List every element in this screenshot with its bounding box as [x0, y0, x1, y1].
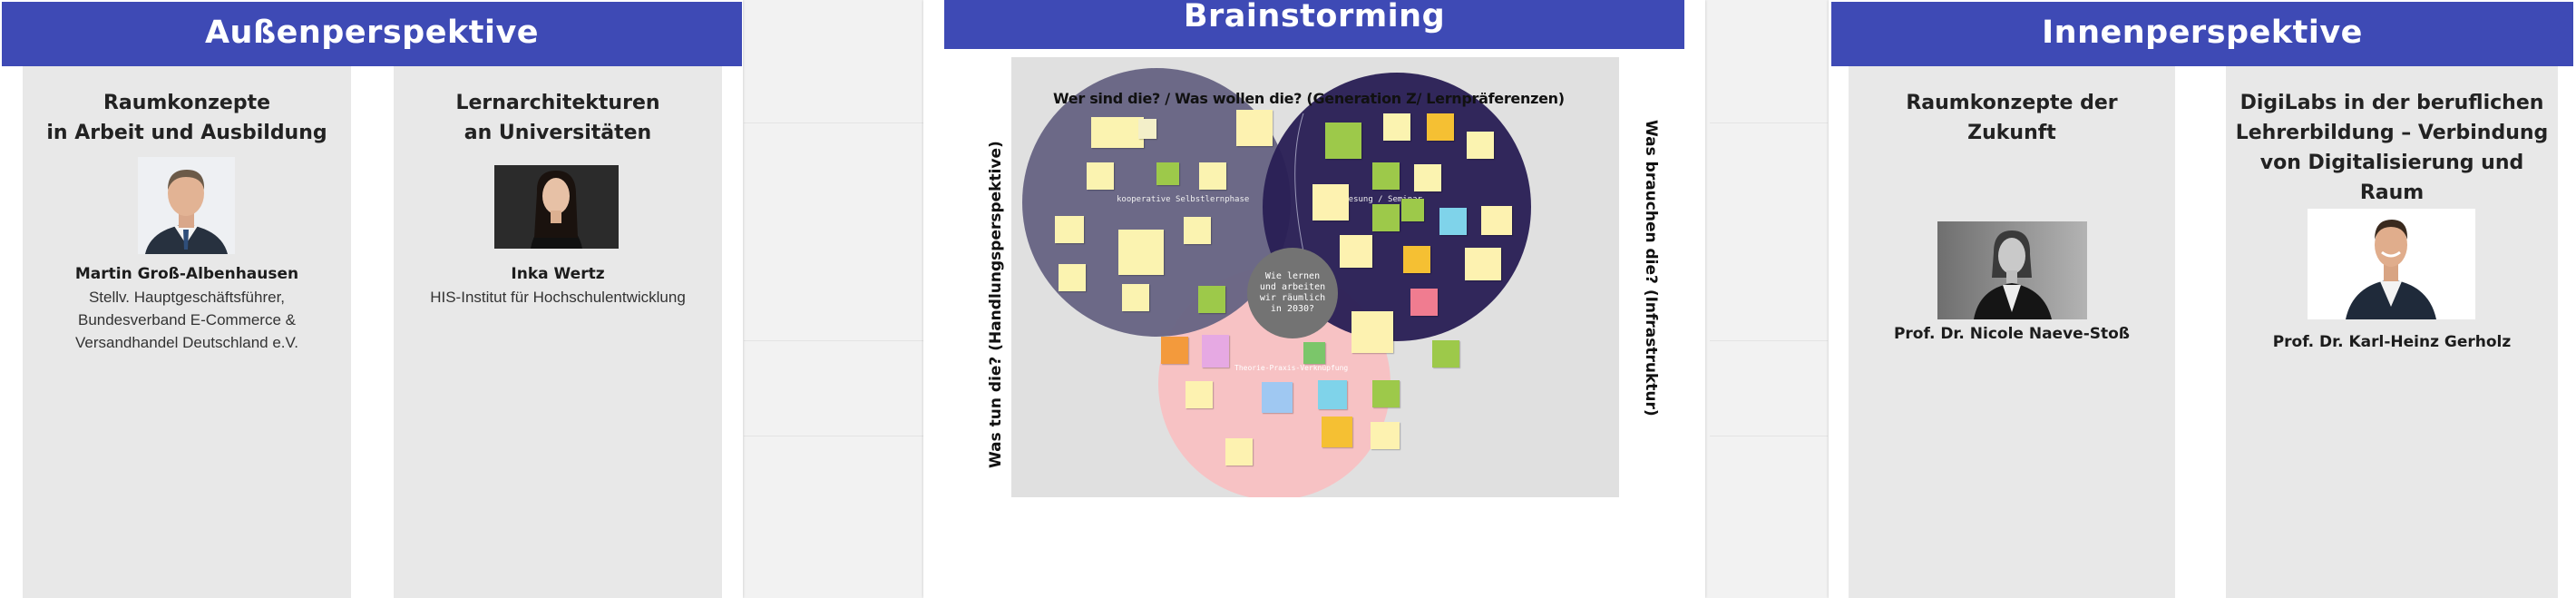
sticky-note[interactable] — [1325, 123, 1361, 159]
speaker-topic: Lernarchitekturen an Universitäten — [455, 92, 660, 144]
sticky-note[interactable] — [1091, 117, 1144, 148]
brainstorming-board[interactable]: Brainstorming Wer sind die? / Was wollen… — [923, 0, 1705, 598]
speaker-panel-gerholz[interactable]: DigiLabs in der beruflichen Lehrerbildun… — [2226, 66, 2558, 598]
speaker-name: Prof. Dr. Karl-Heinz Gerholz — [2272, 333, 2512, 351]
brainstorming-title: Brainstorming — [944, 0, 1684, 49]
sticky-note[interactable] — [1439, 208, 1467, 235]
sticky-note[interactable] — [1199, 162, 1226, 190]
sticky-note[interactable] — [1138, 119, 1156, 139]
sticky-note[interactable] — [1225, 438, 1253, 466]
speaker-photo — [138, 157, 235, 254]
sticky-note[interactable] — [1401, 199, 1424, 221]
speaker-panel-naeve-stoss[interactable]: Raumkonzepte der Zukunft Prof. Dr. Nicol… — [1849, 66, 2175, 598]
sticky-note[interactable] — [1481, 206, 1512, 235]
sticky-note[interactable] — [1371, 422, 1400, 449]
outer-perspective-board[interactable]: Außenperspektive Raumkonzepte in Arbeit … — [0, 0, 743, 598]
sticky-note[interactable] — [1372, 380, 1400, 407]
center-disc — [1247, 248, 1338, 338]
circle-self-study — [1022, 68, 1291, 337]
speaker-topic: DigiLabs in der beruflichen Lehrerbildun… — [2235, 92, 2549, 204]
sticky-note[interactable] — [1403, 246, 1430, 273]
sticky-note[interactable] — [1322, 417, 1352, 447]
sticky-note[interactable] — [1318, 380, 1347, 409]
speaker-role: HIS-Institut für Hochschulentwicklung — [430, 289, 686, 306]
sticky-note[interactable] — [1122, 284, 1149, 311]
sticky-note[interactable] — [1202, 335, 1229, 368]
sticky-note[interactable] — [1161, 337, 1188, 364]
sticky-note[interactable] — [1262, 382, 1293, 413]
speaker-photo — [494, 165, 619, 249]
right-axis-label: Was brauchen die? (Infrastruktur) — [1642, 120, 1660, 417]
speaker-name: Prof. Dr. Nicole Naeve-Stoß — [1893, 325, 2131, 343]
sticky-note[interactable] — [1312, 184, 1349, 221]
speaker-panel-wertz[interactable]: Lernarchitekturen an Universitäten Inka … — [394, 66, 722, 598]
sticky-note[interactable] — [1467, 132, 1494, 159]
sticky-note[interactable] — [1410, 289, 1438, 316]
speaker-photo — [2308, 209, 2475, 319]
sticky-note[interactable] — [1427, 113, 1454, 141]
background-gridline — [1710, 340, 1828, 341]
sticky-note[interactable] — [1340, 235, 1372, 268]
brainstorm-canvas[interactable]: Wer sind die? / Was wollen die? (Generat… — [1011, 57, 1619, 497]
speaker-name: Inka Wertz — [511, 265, 605, 283]
sticky-note[interactable] — [1465, 248, 1501, 280]
background-gridline — [744, 340, 925, 341]
sticky-note[interactable] — [1432, 340, 1459, 368]
speaker-photo — [1937, 221, 2087, 319]
sticky-note[interactable] — [1186, 381, 1213, 408]
sticky-note[interactable] — [1351, 311, 1393, 353]
sticky-note[interactable] — [1372, 162, 1400, 190]
center-question: Wie lernen und arbeiten wir räumlich in … — [1259, 271, 1326, 314]
speaker-panel-gross-albenhausen[interactable]: Raumkonzepte in Arbeit und Ausbildung Ma… — [23, 66, 351, 598]
circle-theory-practice-label: Theorie-Praxis-Verknüpfung — [1234, 364, 1349, 372]
sticky-note[interactable] — [1055, 216, 1084, 243]
inner-perspective-board[interactable]: Innenperspektive Raumkonzepte der Zukunf… — [1829, 0, 2576, 598]
speaker-name: Martin Groß-Albenhausen — [74, 265, 299, 283]
sticky-note[interactable] — [1156, 162, 1179, 185]
speaker-role: Stellv. Hauptgeschäftsführer, Bundesverb… — [74, 289, 299, 351]
sticky-note[interactable] — [1118, 230, 1164, 275]
speaker-topic: Raumkonzepte in Arbeit und Ausbildung — [46, 92, 327, 144]
sticky-note[interactable] — [1198, 286, 1225, 313]
sticky-note[interactable] — [1414, 164, 1441, 191]
left-axis-label: Was tun die? (Handlungsperspektive) — [987, 141, 1005, 468]
circle-lecture-label: Vorlesung / Seminar — [1329, 195, 1422, 204]
outer-perspective-title: Außenperspektive — [2, 2, 742, 66]
sticky-note[interactable] — [1059, 264, 1086, 291]
sticky-note[interactable] — [1184, 217, 1211, 244]
sticky-note[interactable] — [1303, 342, 1325, 364]
sticky-note[interactable] — [1087, 162, 1114, 190]
circle-self-study-label: kooperative Selbstlernphase — [1117, 195, 1250, 204]
speaker-topic: Raumkonzepte der Zukunft — [1906, 92, 2118, 144]
sticky-note[interactable] — [1236, 110, 1273, 146]
inner-perspective-title: Innenperspektive — [1831, 2, 2573, 66]
sticky-note[interactable] — [1372, 204, 1400, 231]
sticky-note[interactable] — [1383, 113, 1410, 141]
top-question-label: Wer sind die? / Was wollen die? (Generat… — [1053, 90, 1565, 107]
